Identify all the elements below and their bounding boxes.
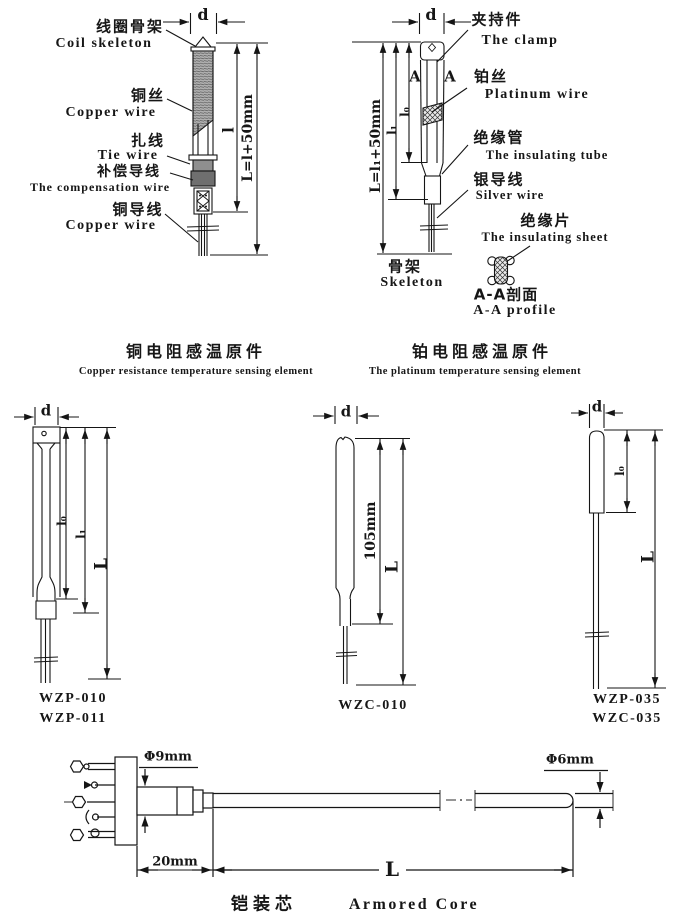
armored-core-figure	[64, 756, 614, 877]
label-compensation-en: The compensation wire	[29, 180, 171, 194]
dim-wzp010-l0: l₀	[55, 516, 69, 526]
model-name-wzc010: WZC-010	[338, 698, 408, 713]
dim-wzp035-l0: l₀	[613, 466, 627, 476]
caption-platinum-en: The platinum temperature sensing element	[368, 365, 582, 377]
model-name-wzc035: WZC-035	[592, 711, 662, 726]
copper-figure	[163, 13, 268, 256]
label-insulating-tube-en: The insulating tube	[485, 147, 609, 162]
dim-wzc010-d: d	[340, 402, 352, 421]
dim-platinum-L: L=l₁+50mm	[368, 99, 384, 193]
label-coil-skeleton-en: Coil skeleton	[55, 36, 153, 51]
dim-copper-d: d	[197, 5, 209, 24]
label-coil-skeleton-zh: 线圈骨架	[95, 17, 165, 36]
wzp035-figure	[571, 404, 666, 689]
dim-wzc010-105mm: 105mm	[363, 501, 379, 561]
dim-platinum-l0: l₀	[398, 107, 412, 117]
label-skeleton-en: Skeleton	[380, 275, 444, 290]
label-copper-wire-en: Copper wire	[65, 105, 157, 120]
dim-armored-phi6: Φ6mm	[546, 752, 594, 768]
label-silver-wire-en: Silver wire	[475, 187, 545, 202]
model-name-wzp035: WZP-035	[592, 692, 662, 707]
caption-copper-en: Copper resistance temperature sensing el…	[78, 365, 314, 377]
label-clamp-en: The clamp	[481, 33, 559, 48]
label-copper-lead-zh: 铜导线	[112, 200, 164, 219]
label-platinum-wire-en: Platinum wire	[484, 87, 590, 102]
dim-armored-20mm: 20mm	[152, 854, 198, 870]
dim-wzp035-d: d	[591, 397, 603, 416]
label-copper-wire-zh: 铜丝	[130, 86, 166, 105]
dim-wzp035-L: L	[638, 551, 659, 563]
dim-wzc010-L: L	[382, 561, 403, 573]
label-platinum-wire-zh: 铂丝	[473, 67, 509, 86]
label-clamp-zh: 夹持件	[471, 10, 523, 29]
model-name-wzp011: WZP-011	[39, 711, 107, 726]
dim-wzp010-L: L	[91, 558, 112, 570]
label-compensation-zh: 补偿导线	[97, 164, 161, 180]
label-aa-profile-en: A-A profile	[473, 303, 557, 318]
label-aa-profile-zh: A-A剖面	[473, 285, 539, 304]
label-insulating-sheet-en: The insulating sheet	[481, 229, 609, 244]
section-letter-a-right: A	[444, 67, 456, 86]
dim-platinum-d: d	[425, 5, 437, 24]
platinum-figure	[352, 13, 531, 286]
label-copper-lead-en: Copper wire	[65, 218, 157, 233]
section-letter-a-left: A	[409, 67, 421, 86]
dim-wzp010-d: d	[40, 401, 52, 420]
dim-copper-l: l	[219, 127, 238, 133]
label-insulating-tube-zh: 绝缘管	[473, 128, 525, 147]
dim-copper-L: L=l+50mm	[240, 94, 256, 182]
dim-armored-phi9: Φ9mm	[144, 749, 192, 765]
caption-copper-zh: 铜电阻感温原件	[125, 342, 267, 361]
wzc010-figure	[313, 406, 416, 686]
label-insulating-sheet-zh: 绝缘片	[520, 211, 572, 230]
caption-platinum-zh: 铂电阻感温原件	[411, 342, 553, 361]
wzp010-figure	[14, 407, 121, 683]
label-tie-wire-en: Tie wire	[97, 148, 159, 163]
dim-platinum-l1: l₁	[385, 125, 399, 135]
caption-armored-zh: 铠装芯	[231, 894, 297, 915]
label-skeleton-zh: 骨架	[387, 257, 423, 276]
model-name-wzp010: WZP-010	[38, 691, 108, 706]
dim-armored-L: L	[384, 857, 400, 881]
caption-armored-en: Armored Core	[348, 896, 480, 913]
label-silver-wire-zh: 银导线	[473, 170, 525, 189]
label-tie-wire-zh: 扎线	[130, 131, 166, 150]
dim-wzp010-l1: l₁	[74, 529, 88, 539]
